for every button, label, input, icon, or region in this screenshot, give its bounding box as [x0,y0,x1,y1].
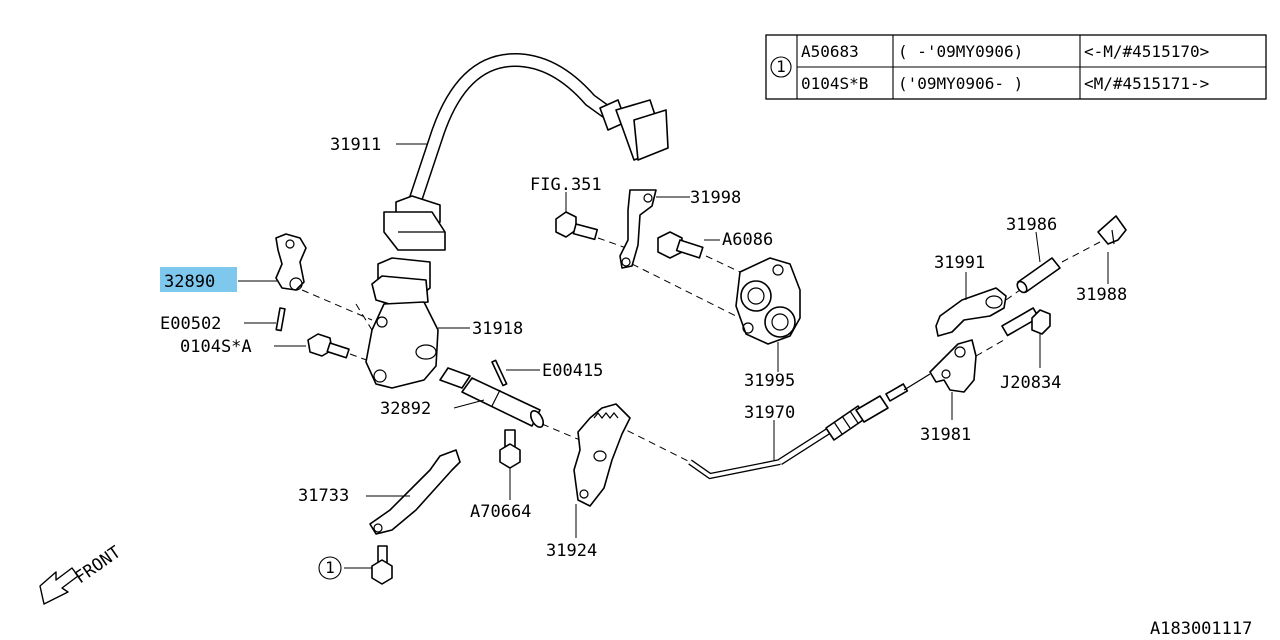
label-31991: 31991 [934,253,985,273]
front-arrow-icon [39,567,79,605]
bolt-0104sa [307,333,350,359]
label-32892: 32892 [380,399,431,419]
harness-31911 [383,52,669,251]
label-31995: 31995 [744,371,795,391]
label-31918: 31918 [472,319,523,339]
diagram-id: A183001117 [1150,619,1252,639]
table-row2-part: 0104S*B [801,74,868,93]
highlight-32890 [160,267,237,292]
switch-31918 [365,257,439,389]
label-e00415: E00415 [542,361,603,381]
bolt-fig351 [555,211,599,241]
table-row2-serial: <M/#4515171-> [1084,74,1209,93]
table-row1-model: ( -'09MY0906) [898,42,1023,61]
bracket-31998 [619,189,657,269]
clip-31988 [1097,215,1127,245]
label-31998: 31998 [690,188,741,208]
shaft-32892 [439,367,545,428]
bushing-31995 [735,257,801,345]
label-31981: 31981 [920,425,971,445]
label-0104sa: 0104S*A [180,337,252,357]
pin-31986 [1016,257,1061,294]
bolt-a70664 [499,429,521,469]
table-row1-serial: <-M/#4515170> [1084,42,1209,61]
label-a70664: A70664 [470,502,531,522]
label-fig351: FIG.351 [530,175,602,195]
pin-e00415 [491,359,508,387]
callout-1-circle [318,556,342,580]
bolt-j20834 [1001,307,1051,337]
label-a6086: A6086 [722,230,773,250]
lever-31991 [935,287,1007,337]
lever-32890 [275,233,307,291]
cable-31970 [688,373,931,480]
label-31970: 31970 [744,403,795,423]
label-32890[interactable]: 32890 [164,272,215,292]
lever-31981 [929,339,977,393]
pin-e00502 [275,307,286,332]
label-31988: 31988 [1076,285,1127,305]
label-31733: 31733 [298,486,349,506]
bracket-31733 [369,449,461,535]
label-j20834: J20834 [1000,373,1061,393]
label-31986: 31986 [1006,215,1057,235]
bolt-callout1 [371,545,393,585]
reference-table: 1 A50683 ( -'09MY0906) <-M/#4515170> 010… [765,34,1267,100]
table-row2-model: ('09MY0906- ) [898,74,1023,93]
callout-1-label: 1 [325,558,335,577]
label-e00502: E00502 [160,314,221,334]
table-ref-circle [770,56,792,78]
label-31911: 31911 [330,135,381,155]
table-ref-marker: 1 [776,57,786,76]
label-31924: 31924 [546,541,597,561]
table-row1-part: A50683 [801,42,859,61]
plate-31924 [573,403,631,507]
bolt-a6086 [657,231,704,259]
front-label: FRONT [71,542,124,588]
